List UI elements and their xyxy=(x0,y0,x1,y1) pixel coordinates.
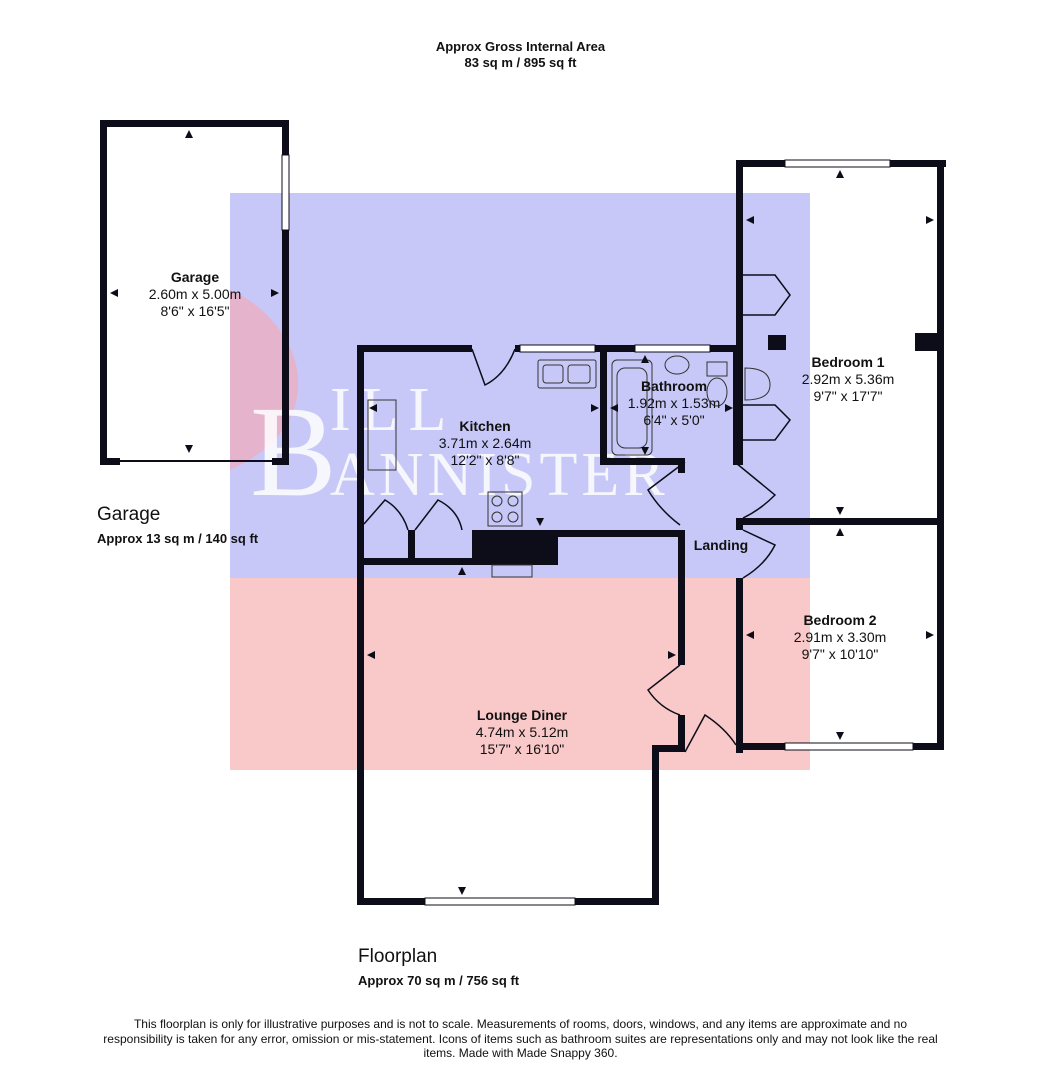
section-title: Floorplan xyxy=(358,946,438,967)
room-label-kitchen: Kitchen 3.71m x 2.64m 12'2" x 8'8" xyxy=(410,418,560,469)
gross-area-header: Approx Gross Internal Area 83 sq m / 895… xyxy=(0,39,1041,71)
bathroom-window xyxy=(634,344,711,353)
room-imperial: 9'7" x 10'10" xyxy=(801,646,879,662)
room-imperial: 9'7" x 17'7" xyxy=(813,388,883,404)
wardrobe-doors xyxy=(740,274,791,316)
header-area: 83 sq m / 895 sq ft xyxy=(464,55,577,70)
room-name: Bedroom 2 xyxy=(803,612,877,628)
room-imperial: 8'6" x 16'5" xyxy=(160,303,230,319)
room-metric: 2.60m x 5.00m xyxy=(148,286,242,302)
room-name: Lounge Diner xyxy=(476,707,568,723)
svg-text:ANNISTER: ANNISTER xyxy=(330,441,669,509)
room-label-bedroom2: Bedroom 2 2.91m x 3.30m 9'7" x 10'10" xyxy=(765,612,915,663)
toilet-icon xyxy=(706,361,728,377)
section-area: Approx 70 sq m / 756 sq ft xyxy=(358,973,520,988)
floorplan-section-caption: Floorplan Approx 70 sq m / 756 sq ft xyxy=(358,946,519,989)
bathroom-wall xyxy=(600,345,607,465)
room-metric: 3.71m x 2.64m xyxy=(438,435,532,451)
bedroom1-wall xyxy=(736,160,743,465)
room-metric: 1.92m x 1.53m xyxy=(627,395,721,411)
room-metric: 4.74m x 5.12m xyxy=(475,724,569,740)
garage-window xyxy=(281,154,290,231)
svg-text:ILL: ILL xyxy=(330,376,456,444)
room-label-garage: Garage 2.60m x 5.00m 8'6" x 16'5" xyxy=(120,269,270,320)
room-metric: 2.92m x 5.36m xyxy=(801,371,895,387)
bedroom1-window xyxy=(784,159,891,168)
room-name: Bathroom xyxy=(640,378,708,394)
room-metric: 2.91m x 3.30m xyxy=(793,629,887,645)
hob-icon xyxy=(487,491,523,527)
disclaimer-text: This floorplan is only for illustrative … xyxy=(103,1017,938,1060)
room-name: Kitchen xyxy=(459,418,511,434)
room-name: Landing xyxy=(693,537,749,553)
room-label-lounge: Lounge Diner 4.74m x 5.12m 15'7" x 16'10… xyxy=(447,707,597,758)
room-imperial: 6'4" x 5'0" xyxy=(643,412,705,428)
garage-wall xyxy=(100,120,107,465)
watermark-pink-block xyxy=(230,578,810,770)
section-title: Garage xyxy=(97,504,161,525)
room-label-bedroom1: Bedroom 1 2.92m x 5.36m 9'7" x 17'7" xyxy=(773,354,923,405)
bedroom1-basin-icon xyxy=(744,367,771,401)
arrow-icon xyxy=(185,130,193,138)
kitchen-wall xyxy=(357,345,364,905)
room-name: Bedroom 1 xyxy=(811,354,885,370)
bedroom1-door-swing xyxy=(735,462,777,519)
kitchen-window xyxy=(519,344,596,353)
garage-section-caption: Garage Approx 13 sq m / 140 sq ft xyxy=(97,504,258,547)
section-area: Approx 13 sq m / 140 sq ft xyxy=(97,531,259,546)
chimney-block xyxy=(472,530,558,565)
room-label-bathroom: Bathroom 1.92m x 1.53m 6'4" x 5'0" xyxy=(612,378,736,429)
header-title: Approx Gross Internal Area xyxy=(435,39,606,54)
landing-wall xyxy=(678,530,685,665)
lounge-door-swing xyxy=(646,664,681,716)
room-name: Garage xyxy=(170,269,220,285)
bedroom2-window xyxy=(784,742,914,751)
room-imperial: 12'2" x 8'8" xyxy=(450,452,520,468)
watermark-pink-wedge xyxy=(230,290,299,470)
watermark-logo-text: B xyxy=(250,380,337,524)
kitchen-door-swing xyxy=(471,348,516,387)
basin-icon xyxy=(664,355,690,375)
bathroom-door-swing xyxy=(647,461,686,526)
watermark-blue-block xyxy=(230,193,810,578)
room-imperial: 15'7" x 16'10" xyxy=(479,741,565,757)
lounge-window xyxy=(424,897,576,906)
cupboard-door-swing xyxy=(363,499,409,531)
room-label-landing: Landing xyxy=(686,537,756,554)
sink-icon xyxy=(537,359,597,389)
bedroom2-door-swing xyxy=(742,529,777,579)
